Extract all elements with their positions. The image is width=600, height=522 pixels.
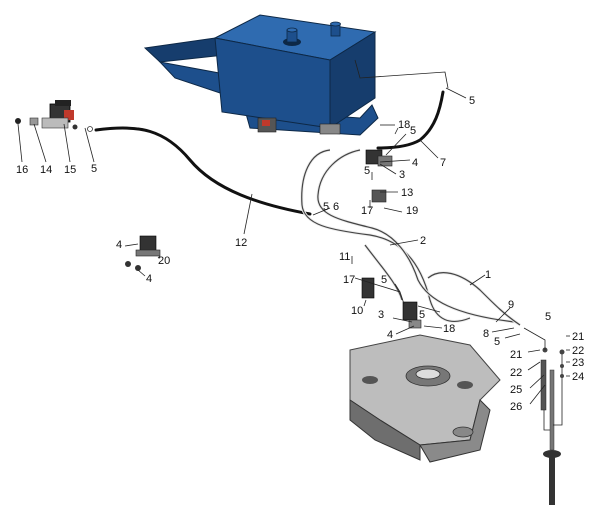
callout-12: 12 (235, 237, 247, 249)
callout-23: 23 (572, 357, 584, 369)
callout-5: 5 (91, 163, 97, 175)
callout-5: 5 (410, 125, 416, 137)
valve-blocks (125, 149, 422, 329)
callout-4: 4 (387, 329, 393, 341)
callout-5: 5 (545, 311, 551, 323)
cylinder-rod (540, 347, 565, 505)
callout-26: 26 (510, 401, 522, 413)
callout-3: 3 (399, 169, 405, 181)
rigid-tubes (300, 148, 521, 327)
callout-1: 1 (485, 269, 491, 281)
callout-15: 15 (64, 164, 76, 176)
callout-25: 25 (510, 384, 522, 396)
callout-2: 2 (420, 235, 426, 247)
callout-19: 19 (406, 205, 418, 217)
callouts: 1 2 3 3 4 4 4 4 5 5 5 5 5 5 5 5 5 6 7 8 … (16, 95, 584, 413)
callout-4: 4 (116, 239, 122, 251)
hydraulic-tank (143, 14, 379, 136)
callout-5: 5 (323, 201, 329, 213)
filter-assembly (15, 100, 93, 132)
callout-9: 9 (508, 299, 514, 311)
callout-22: 22 (510, 367, 522, 379)
callout-17: 17 (343, 274, 355, 286)
callout-21: 21 (510, 349, 522, 361)
callout-4: 4 (412, 157, 418, 169)
callout-18: 18 (398, 119, 410, 131)
leader-lines (17, 59, 570, 405)
callout-3: 3 (378, 309, 384, 321)
callout-17: 17 (361, 205, 373, 217)
callout-8: 8 (483, 328, 489, 340)
callout-7: 7 (440, 157, 446, 169)
callout-11: 11 (339, 251, 350, 263)
callout-16: 16 (16, 164, 28, 176)
base-frame (349, 334, 501, 463)
callout-5: 5 (381, 274, 387, 286)
callout-13: 13 (401, 187, 413, 199)
callout-10: 10 (351, 305, 363, 317)
callout-6: 6 (333, 201, 339, 213)
callout-21: 21 (572, 331, 584, 343)
callout-18: 18 (443, 323, 455, 335)
callout-22: 22 (572, 345, 584, 357)
callout-24: 24 (572, 371, 584, 383)
callout-5: 5 (494, 336, 500, 348)
callout-14: 14 (40, 164, 52, 176)
callout-5: 5 (419, 309, 425, 321)
callout-5: 5 (364, 165, 370, 177)
callout-5: 5 (469, 95, 475, 107)
callout-4: 4 (146, 273, 152, 285)
callout-20: 20 (158, 255, 170, 267)
